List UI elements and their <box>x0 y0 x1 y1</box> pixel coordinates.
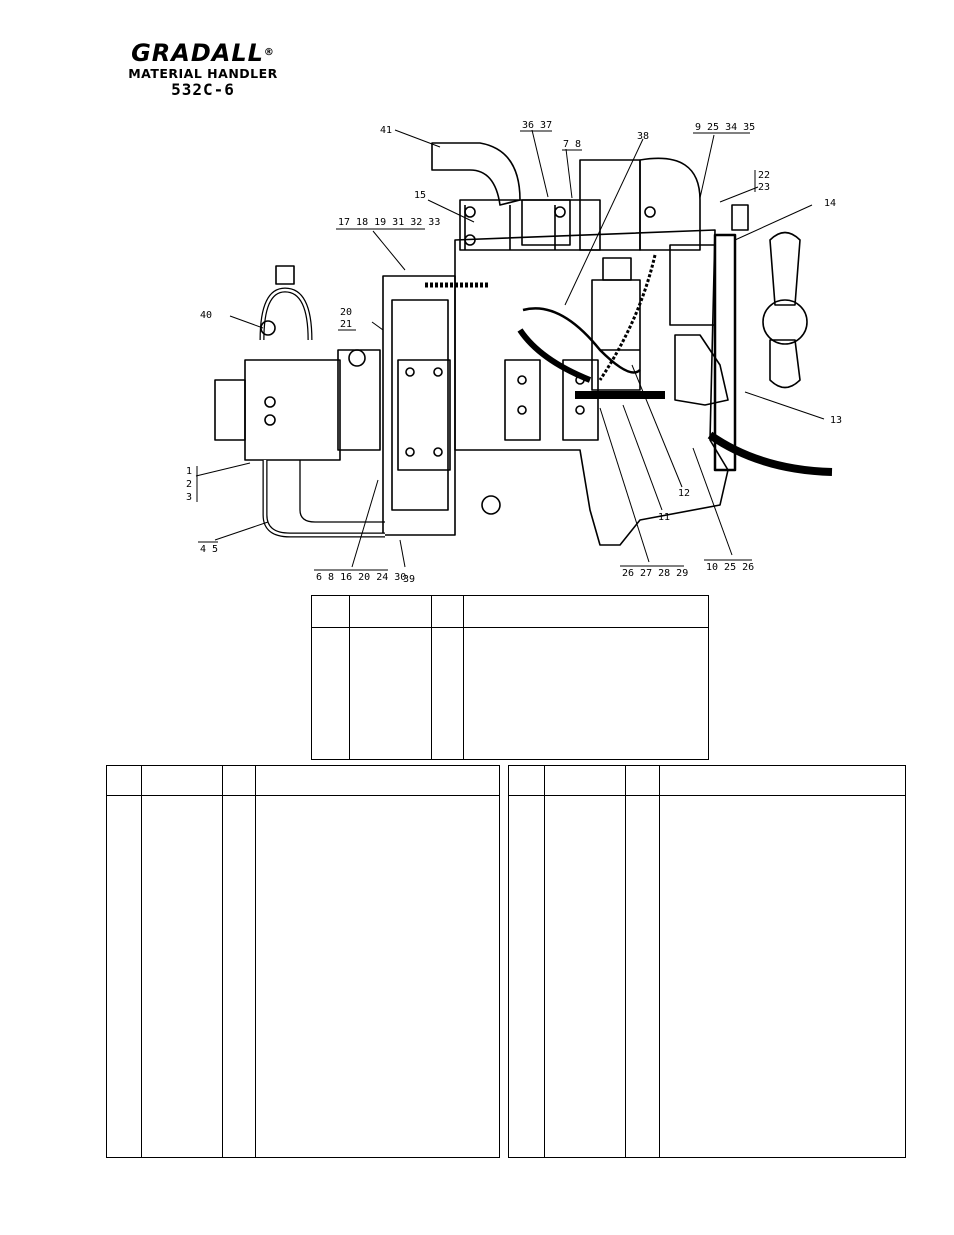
parts-list-column <box>255 766 256 1157</box>
callout-label: 9 25 34 35 <box>695 122 755 133</box>
parts-list-column <box>222 766 223 1157</box>
callout-label: 15 <box>414 190 426 201</box>
parts-list-column <box>544 766 545 1157</box>
callout-label: 14 <box>824 198 836 209</box>
callout-label: 3 <box>186 492 192 503</box>
legend-table-header <box>312 596 708 628</box>
legend-table-column <box>463 596 464 759</box>
hose-lines <box>425 254 833 476</box>
callout-label: 20 <box>340 307 352 318</box>
parts-list-table-left <box>106 765 500 1158</box>
brand-logo: GRADALL® <box>131 39 275 67</box>
model-number: 532C-6 <box>171 80 235 99</box>
callout-label: 21 <box>340 319 352 330</box>
callout-label: 1 <box>186 466 192 477</box>
callout-label: 2 <box>186 479 192 490</box>
legend-table <box>311 595 709 760</box>
brand-header: GRADALL® MATERIAL HANDLER 532C-6 <box>108 40 298 99</box>
leader-lines <box>195 129 825 568</box>
callout-label: 6 8 16 20 24 30 <box>316 572 406 583</box>
callout-label: 26 27 28 29 <box>622 568 688 579</box>
callout-label: 40 <box>200 310 212 321</box>
callout-label: 17 18 19 31 32 33 <box>338 217 440 228</box>
callout-label: 22 <box>758 170 770 181</box>
callout-label: 36 37 <box>522 120 552 131</box>
callout-label: 23 <box>758 182 770 193</box>
callout-label: 13 <box>830 415 842 426</box>
parts-list-column <box>141 766 142 1157</box>
callout-label: 4 5 <box>200 544 218 555</box>
callout-label: 12 <box>678 488 690 499</box>
callout-label: 41 <box>380 125 392 136</box>
parts-list-column <box>625 766 626 1157</box>
engine-parts-drawing: 41 36 37 7 8 38 9 25 34 35 22 23 14 15 1… <box>186 120 842 585</box>
callout-labels: 41 36 37 7 8 38 9 25 34 35 22 23 14 15 1… <box>186 120 842 585</box>
callout-underlines <box>196 130 756 571</box>
parts-list-header <box>509 766 905 796</box>
callout-label: 7 8 <box>563 139 581 150</box>
legend-table-column <box>349 596 350 759</box>
callout-label: 39 <box>403 574 415 585</box>
parts-list-header <box>107 766 499 796</box>
parts-list-column <box>659 766 660 1157</box>
callout-label: 10 25 26 <box>706 562 754 573</box>
callout-label: 11 <box>658 512 670 523</box>
legend-table-column <box>431 596 432 759</box>
engine-outline <box>214 142 808 546</box>
parts-list-table-right <box>508 765 906 1158</box>
callout-label: 38 <box>637 131 649 142</box>
product-line: MATERIAL HANDLER <box>128 66 278 81</box>
